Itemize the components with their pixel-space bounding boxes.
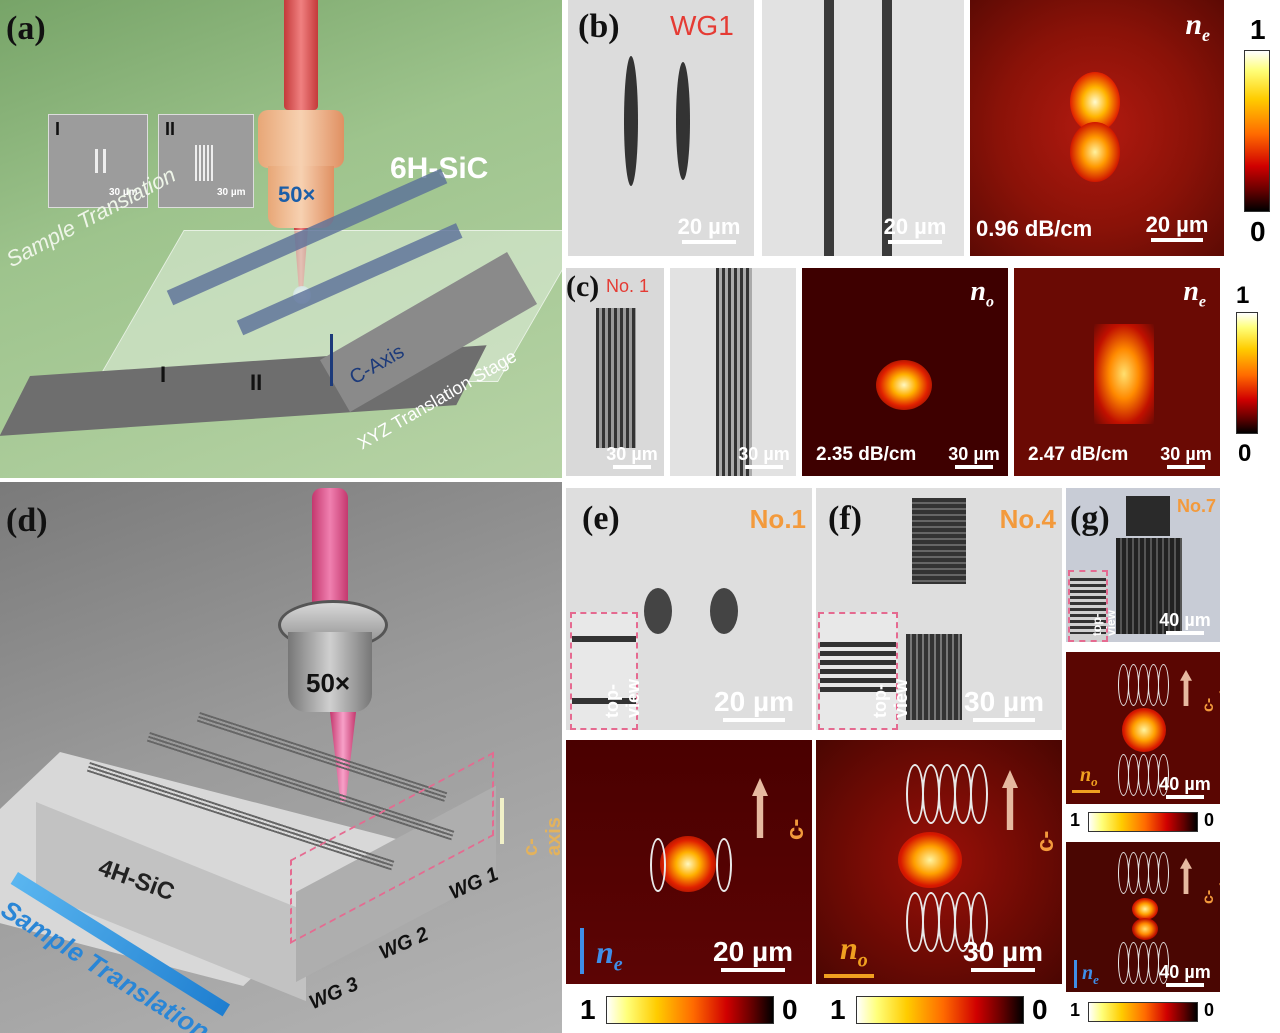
panel-g-label: (g) [1070, 500, 1110, 537]
objective-label-d: 50× [306, 668, 351, 698]
panel-e-topview-inset: top-view [570, 612, 643, 730]
panel-e-cb-min: 0 [782, 994, 798, 1025]
scale-bar [972, 718, 1036, 722]
scale-bar [722, 718, 786, 722]
panel-b-title: WG1 [670, 10, 734, 41]
panel-c-colorbar [1236, 312, 1258, 434]
panel-b-label: (b) [578, 8, 620, 45]
inset-I: I 30 µm [48, 114, 148, 208]
scale-bar [1151, 238, 1203, 242]
panel-a-label: (a) [6, 10, 46, 47]
panel-e-cb-max: 1 [580, 994, 596, 1025]
c-axis-arrow-e [752, 778, 768, 838]
polarization-label-f: no [840, 930, 868, 972]
panel-f-cb-max: 1 [830, 994, 846, 1025]
panel-c-colorbar-min: 0 [1238, 440, 1252, 467]
panel-b-micrograph-2: 20 µm [762, 0, 964, 256]
panel-b-mode-label: ne [1185, 8, 1210, 45]
panel-c-title: No. 1 [606, 276, 650, 296]
panel-c-colorbar-max: 1 [1236, 282, 1250, 309]
panel-f-micrograph: No.4 top-view 30 µm [816, 488, 1062, 730]
c-axis-arrow [330, 334, 333, 386]
scale-bar [1166, 631, 1204, 635]
panel-b-colorbar-max: 1 [1250, 14, 1266, 45]
panel-c-label: (c) [566, 270, 600, 303]
panel-b-micrograph-1: 20 µm [568, 0, 754, 256]
objective-body-d [288, 632, 372, 712]
panel-g-topview-inset: top-view [1068, 570, 1118, 642]
c-axis-label-g2: c-axis [1200, 873, 1220, 904]
panel-b-mode-profile: ne 0.96 dB/cm 20 µm [970, 0, 1224, 256]
panel-g-mode-e: c-axis ne 40 µm [1066, 842, 1220, 992]
c-axis-label-e: c-axis [782, 793, 812, 840]
objective-label: 50× [278, 182, 316, 207]
panel-g-mode-o: c-axis no 40 µm [1066, 652, 1220, 804]
panel-c-mode-e: ne 2.47 dB/cm 30 µm [1014, 268, 1220, 476]
wg3-label: WG 3 [306, 973, 362, 1015]
c-axis-arrow-d [500, 798, 504, 844]
scale-bar [612, 465, 652, 469]
polarization-label-e: ne [596, 934, 623, 976]
scale-bar [744, 465, 784, 469]
panel-f-label: (f) [828, 500, 862, 537]
panel-c-micrograph-2: 30 µm [670, 268, 796, 476]
panel-d-label: (d) [6, 502, 48, 539]
damage-track-2 [676, 62, 690, 180]
scale-bar [954, 465, 994, 469]
panel-e-micrograph: No.1 top-view 20 µm [566, 488, 812, 730]
panel-g-colorbar-1 [1088, 812, 1198, 832]
polarization-arrow-f [824, 974, 874, 978]
polarization-label-g2: ne [1082, 962, 1099, 987]
scale-bar [721, 968, 785, 972]
panel-b-loss: 0.96 dB/cm [976, 216, 1093, 241]
panel-f-cb-min: 0 [1032, 994, 1048, 1025]
wg-II-label: II [250, 370, 263, 395]
scale-bar [1166, 465, 1206, 469]
panel-f-mode: c-axis no 30 µm [816, 740, 1062, 984]
panel-b-colorbar [1244, 50, 1270, 212]
panel-g-micrograph: No.7 top-view 40 µm [1066, 488, 1220, 642]
panel-e-label: (e) [582, 500, 620, 537]
laser-beam [284, 0, 318, 110]
scale-bar [1166, 983, 1204, 987]
panel-g-colorbar-2 [1088, 1002, 1198, 1022]
objective-lens [258, 110, 344, 168]
panel-d: (d) 50× 4H-SiC WG 1 WG 2 WG 3 c-axis Sam… [0, 482, 562, 1033]
laser-beam-d [312, 488, 348, 618]
scale-bar [682, 240, 736, 244]
panel-f-title: No.4 [999, 504, 1056, 534]
c-axis-label-d: c-axis [520, 817, 562, 856]
scale-bar [1166, 795, 1204, 799]
panel-a: (a) 50× 6H-SiC I 30 µm II 30 µm Sample T… [0, 0, 562, 478]
panel-b-colorbar-min: 0 [1250, 216, 1266, 247]
panel-f-colorbar [856, 996, 1024, 1024]
objective-body [268, 166, 334, 228]
panel-e-title: No.1 [749, 504, 806, 534]
panel-f-topview-inset: top-view [818, 612, 911, 730]
panel-e-colorbar [606, 996, 774, 1024]
panel-c-loss-e: 2.47 dB/cm [1028, 444, 1129, 465]
panel-c-mode-o: no 2.35 dB/cm 30 µm [802, 268, 1008, 476]
wg-I-label: I [160, 362, 167, 387]
c-axis-arrow-f [1002, 770, 1018, 830]
damage-track-1 [624, 56, 638, 186]
inset-II: II 30 µm [158, 114, 254, 208]
polarization-label-g1: no [1080, 764, 1098, 789]
polarization-arrow-e [580, 928, 584, 974]
scale-bar [971, 968, 1035, 972]
panel-g-title: No.7 [1176, 496, 1216, 516]
panel-c-loss-o: 2.35 dB/cm [816, 444, 917, 465]
panel-e-mode: c-axis ne 20 µm [566, 740, 812, 984]
c-axis-label-g1: c-axis [1200, 681, 1220, 712]
scale-bar [888, 240, 942, 244]
c-axis-label-f: c-axis [1032, 805, 1062, 852]
panel-c-micrograph-1: No. 1 30 µm [566, 268, 664, 476]
